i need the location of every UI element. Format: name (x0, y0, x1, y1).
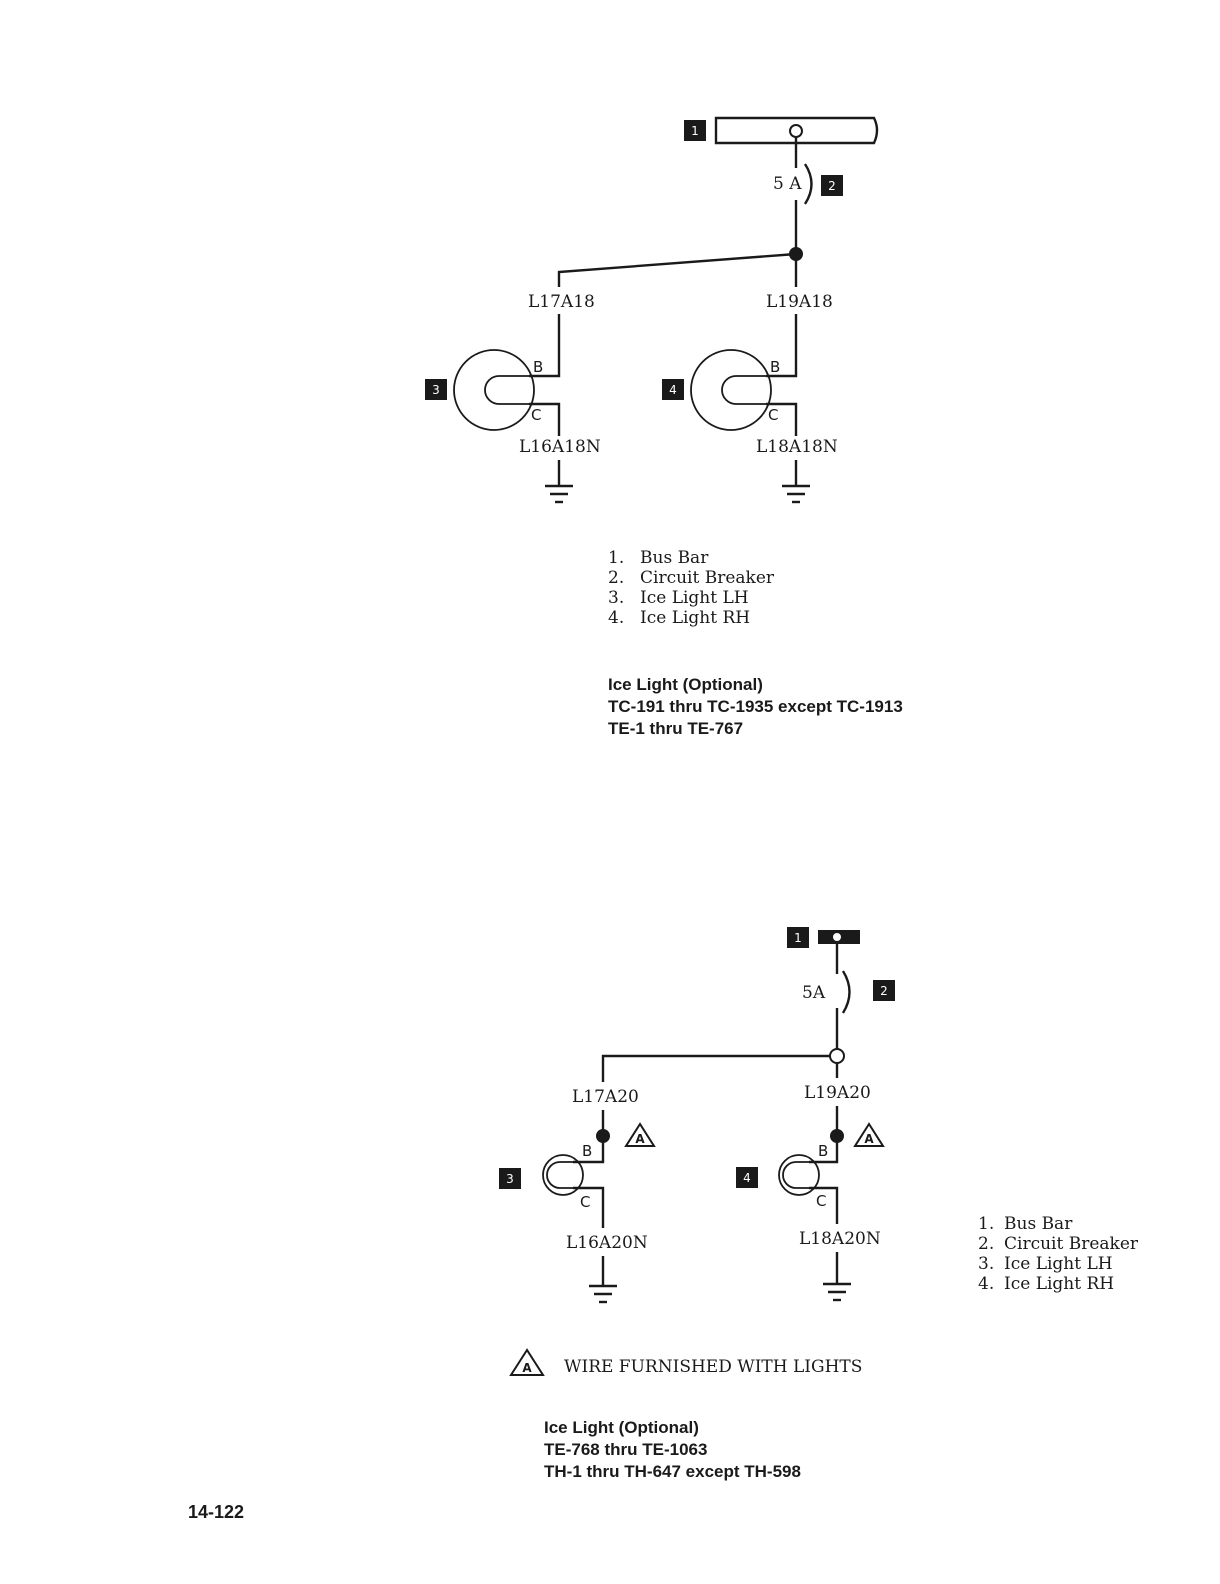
svg-text:C: C (580, 1193, 590, 1211)
circuit-breaker: 5A (802, 942, 851, 1049)
ice-light-rh: B C (690, 314, 798, 436)
wire-left-supply (601, 1054, 830, 1082)
wire-label-left-supply: L17A18 (528, 292, 595, 312)
wire-label-left-supply: L17A20 (572, 1087, 639, 1107)
svg-text:2: 2 (880, 984, 888, 998)
wire-label-right-supply: L19A18 (766, 292, 833, 312)
wire-label-right-ground: L18A18N (756, 437, 838, 457)
circuit-breaker: 5 A (773, 137, 813, 254)
diagram-1: 1 5 A 2 L17A18 L19A18 (425, 116, 879, 504)
ice-light-rh: B C (778, 1106, 844, 1224)
ground-symbol-right (782, 460, 810, 504)
legend-item: 1.Bus Bar (608, 548, 709, 568)
ice-light-lh: B C (453, 314, 561, 436)
legend-item: 2.Circuit Breaker (978, 1234, 1139, 1254)
legend-item: 4.Ice Light RH (978, 1274, 1115, 1294)
wire-label-left-ground: L16A18N (519, 437, 601, 457)
wire-label-right-supply: L19A20 (804, 1083, 871, 1103)
ground-symbol-left (589, 1256, 617, 1304)
caption-diagram-1: Ice Light (Optional) TC-191 thru TC-1935… (608, 674, 903, 740)
breaker-rating: 5A (802, 983, 826, 1003)
caption-line: TE-1 thru TE-767 (608, 719, 744, 738)
wire-label-left-ground: L16A20N (566, 1233, 648, 1253)
svg-text:1: 1 (691, 124, 699, 138)
svg-text:2: 2 (828, 179, 836, 193)
svg-text:A: A (864, 1132, 874, 1146)
svg-text:B: B (770, 358, 780, 376)
caption-line: TC-191 thru TC-1935 except TC-1913 (608, 697, 903, 716)
svg-text:4: 4 (669, 383, 677, 397)
warning-triangle-a-right: A (853, 1122, 885, 1147)
svg-text:3: 3 (432, 383, 440, 397)
callout-4: 4 (736, 1167, 758, 1188)
junction-terminal (829, 1048, 845, 1064)
callout-2: 2 (821, 175, 843, 196)
legend-item: 1.Bus Bar (978, 1214, 1073, 1234)
svg-text:A: A (635, 1132, 645, 1146)
warning-triangle-a-left: A (624, 1122, 656, 1147)
bus-bar (818, 930, 860, 944)
note-triangle-a: A (509, 1348, 545, 1376)
caption-title: Ice Light (Optional) (544, 1418, 699, 1437)
callout-1-bus-bar: 1 (684, 120, 706, 141)
svg-text:B: B (818, 1142, 828, 1160)
ground-symbol-right (823, 1252, 851, 1302)
diagram-2: 1 5A 2 L17A20 L19A20 (499, 927, 895, 1376)
legend-diagram-1: 1.Bus Bar 2.Circuit Breaker 3.Ice Light … (608, 548, 774, 628)
svg-text:3: 3 (506, 1172, 514, 1186)
svg-text:C: C (531, 406, 541, 424)
svg-text:A: A (522, 1361, 532, 1375)
page-number: 14-122 (188, 1502, 245, 1522)
legend-item: 3.Ice Light LH (978, 1254, 1113, 1274)
svg-text:1: 1 (794, 931, 802, 945)
caption-line: TH-1 thru TH-647 except TH-598 (544, 1462, 801, 1481)
caption-diagram-2: Ice Light (Optional) TE-768 thru TE-1063… (544, 1417, 801, 1483)
ground-symbol-left (545, 460, 573, 504)
callout-3: 3 (425, 379, 447, 400)
callout-3: 3 (499, 1168, 521, 1189)
wire-left-supply (557, 252, 797, 287)
note-wire-furnished: WIRE FURNISHED WITH LIGHTS (564, 1357, 863, 1377)
wire-label-right-ground: L18A20N (799, 1229, 881, 1249)
legend-item: 4.Ice Light RH (608, 608, 751, 628)
legend-item: 3.Ice Light LH (608, 588, 749, 608)
caption-line: TE-768 thru TE-1063 (544, 1440, 708, 1459)
breaker-rating: 5 A (773, 174, 802, 194)
callout-2: 2 (873, 980, 895, 1001)
legend-item: 2.Circuit Breaker (608, 568, 775, 588)
ice-light-lh: B C (542, 1110, 610, 1228)
callout-4: 4 (662, 379, 684, 400)
legend-diagram-2: 1.Bus Bar 2.Circuit Breaker 3.Ice Light … (978, 1214, 1138, 1294)
svg-text:C: C (816, 1192, 826, 1210)
callout-1-bus-bar: 1 (787, 927, 809, 948)
caption-title: Ice Light (Optional) (608, 675, 763, 694)
svg-text:B: B (582, 1142, 592, 1160)
svg-text:C: C (768, 406, 778, 424)
svg-text:4: 4 (743, 1171, 751, 1185)
svg-text:B: B (533, 358, 543, 376)
